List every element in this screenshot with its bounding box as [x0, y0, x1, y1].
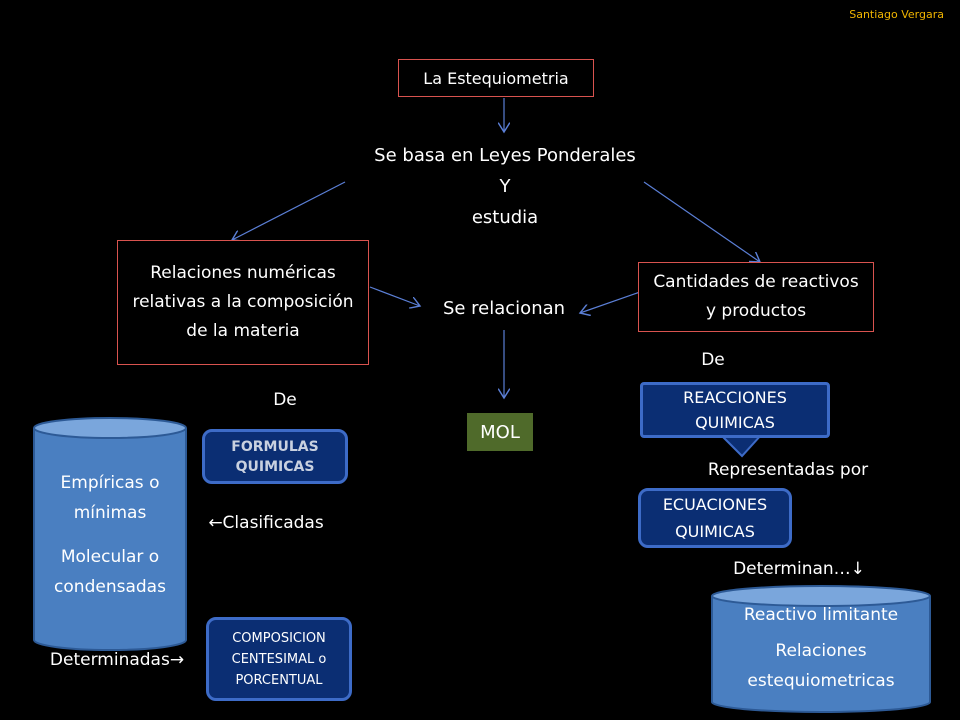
cylinder-left-line2: Molecular o condensadas — [54, 547, 166, 597]
cylinder-left — [33, 417, 187, 651]
title-text: La Estequiometria — [423, 68, 569, 88]
cylinder-left-line1: Empíricas o mínimas — [60, 473, 160, 523]
arrow-basa-to-relaciones — [232, 181, 346, 240]
cylinder-right-text: Reactivo limitante Relaciones estequiome… — [712, 600, 930, 696]
ecuaciones-box: ECUACIONES QUIMICAS — [638, 488, 792, 548]
reacciones-text: REACCIONES QUIMICAS — [683, 388, 787, 432]
arrow-basa-to-cantidades — [643, 181, 760, 262]
se-relacionan-text: Se relacionan — [442, 298, 566, 319]
de-left-text: De — [273, 390, 297, 410]
mol-text: MOL — [480, 421, 520, 443]
clasificadas-text: ←Clasificadas — [208, 513, 324, 533]
cylinder-right-line2: Relaciones estequiometricas — [747, 641, 895, 691]
basa-line2: Y — [499, 176, 511, 197]
de-right-text: De — [701, 350, 725, 370]
reacciones-box: REACCIONES QUIMICAS — [640, 382, 830, 438]
mol-box: MOL — [467, 413, 533, 451]
representadas-text: Representadas por — [707, 460, 869, 480]
title-box: La Estequiometria — [398, 59, 594, 97]
basa-line1: Se basa en Leyes Ponderales — [374, 145, 636, 166]
cylinder-left-text: Empíricas o mínimas Molecular o condensa… — [34, 468, 186, 602]
determinadas-text: Determinadas→ — [49, 650, 185, 670]
basa-line3: estudia — [471, 207, 539, 228]
relaciones-box: Relaciones numéricas relativas a la comp… — [117, 240, 369, 365]
composicion-text: COMPOSICION CENTESIMAL o PORCENTUAL — [231, 630, 327, 688]
relaciones-text: Relaciones numéricas relativas a la comp… — [132, 263, 354, 341]
composicion-box: COMPOSICION CENTESIMAL o PORCENTUAL — [206, 617, 352, 701]
basa-text: Se basa en Leyes Ponderales Y estudia — [330, 140, 680, 233]
arrow-cantidades-to-relacionan — [580, 291, 641, 313]
cylinder-right-line1: Reactivo limitante — [743, 605, 899, 625]
cantidades-text: Cantidades de reactivos y productos — [653, 272, 859, 321]
ecuaciones-text: ECUACIONES QUIMICAS — [662, 495, 768, 541]
cylinder-right — [711, 585, 931, 713]
formulas-box: FORMULAS QUIMICAS — [202, 429, 348, 484]
author-credit: Santiago Vergara — [849, 8, 944, 21]
formulas-text: FORMULAS QUIMICAS — [231, 438, 319, 475]
arrow-relaciones-to-relacionan — [369, 286, 420, 306]
determinan-text: Determinan…↓ — [733, 559, 865, 579]
cantidades-box: Cantidades de reactivos y productos — [638, 262, 874, 332]
